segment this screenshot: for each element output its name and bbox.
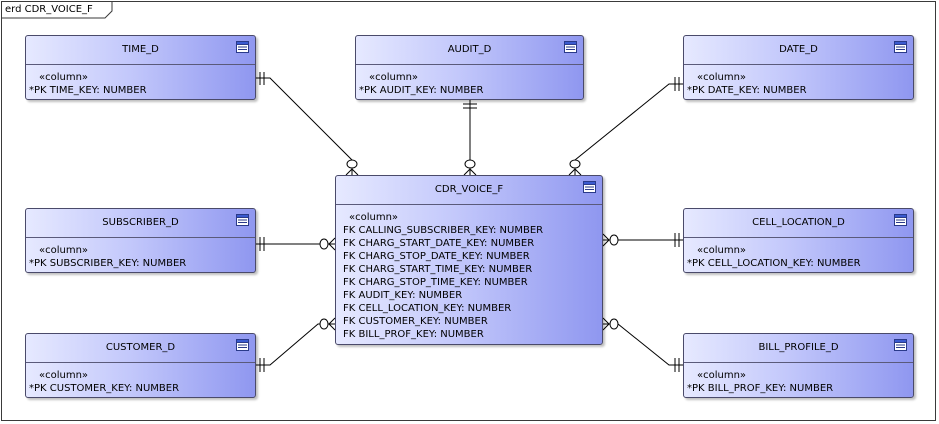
column-row: *PK CELL_LOCATION_KEY: NUMBER: [687, 258, 861, 269]
entity-title: TIME_D: [122, 44, 159, 55]
relationship-cell-location-d[interactable]: [602, 233, 683, 247]
table-icon: [236, 339, 249, 351]
table-icon: [894, 41, 907, 53]
column-row: FK CHARG_START_TIME_KEY: NUMBER: [343, 264, 533, 275]
table-icon: [236, 214, 249, 226]
column-row: FK CUSTOMER_KEY: NUMBER: [343, 316, 488, 327]
column-row: FK AUDIT_KEY: NUMBER: [343, 290, 463, 301]
stereotype-label: «column»: [39, 370, 89, 381]
column-row: *PK AUDIT_KEY: NUMBER: [359, 85, 484, 96]
entity-title: BILL_PROFILE_D: [758, 342, 839, 353]
column-row: FK BILL_PROF_KEY: NUMBER: [343, 329, 484, 340]
table-icon: [564, 41, 577, 53]
stereotype-label: «column»: [39, 245, 89, 256]
entity-cdr-voice-f[interactable]: CDR_VOICE_F «column» FK CALLING_SUBSCRIB…: [335, 175, 603, 345]
entity-date-d[interactable]: DATE_D «column» *PK DATE_KEY: NUMBER: [683, 35, 914, 100]
entity-time-d[interactable]: TIME_D «column» *PK TIME_KEY: NUMBER: [25, 35, 256, 100]
entity-audit-d[interactable]: AUDIT_D «column» *PK AUDIT_KEY: NUMBER: [355, 35, 584, 100]
stereotype-label: «column»: [39, 72, 89, 83]
column-row: FK CHARG_STOP_TIME_KEY: NUMBER: [343, 277, 528, 288]
table-icon: [583, 181, 596, 193]
stereotype-label: «column»: [697, 72, 747, 83]
entity-cell-location-d[interactable]: CELL_LOCATION_D «column» *PK CELL_LOCATI…: [683, 208, 914, 273]
entity-customer-d[interactable]: CUSTOMER_D «column» *PK CUSTOMER_KEY: NU…: [25, 333, 256, 398]
column-row: *PK BILL_PROF_KEY: NUMBER: [687, 383, 834, 394]
entity-header: CELL_LOCATION_D: [684, 209, 913, 238]
frame-label-tab: [1, 1, 113, 19]
relationship-customer-d[interactable]: [256, 317, 336, 372]
entity-title: AUDIT_D: [447, 44, 492, 55]
column-row: FK CALLING_SUBSCRIBER_KEY: NUMBER: [343, 225, 544, 236]
entity-header: AUDIT_D: [356, 36, 583, 65]
table-icon: [894, 214, 907, 226]
entity-header: CUSTOMER_D: [26, 334, 255, 363]
table-icon: [236, 41, 249, 53]
entity-title: CELL_LOCATION_D: [752, 217, 845, 228]
column-row: FK CHARG_START_DATE_KEY: NUMBER: [343, 238, 535, 249]
relationship-subscriber-d[interactable]: [256, 237, 336, 251]
entity-subscriber-d[interactable]: SUBSCRIBER_D «column» *PK SUBSCRIBER_KEY…: [25, 208, 256, 273]
entity-header: SUBSCRIBER_D: [26, 209, 255, 238]
entity-title: SUBSCRIBER_D: [102, 217, 179, 228]
stereotype-label: «column»: [697, 370, 747, 381]
relationship-date-d[interactable]: [568, 77, 683, 176]
entity-title: DATE_D: [779, 44, 818, 55]
column-row: FK CHARG_STOP_DATE_KEY: NUMBER: [343, 251, 530, 262]
entity-bill-profile-d[interactable]: BILL_PROFILE_D «column» *PK BILL_PROF_KE…: [683, 333, 914, 398]
relationship-time-d[interactable]: [256, 72, 359, 176]
relationship-audit-d[interactable]: [463, 100, 477, 176]
diagram-label: erd CDR_VOICE_F: [5, 4, 93, 15]
column-row: *PK SUBSCRIBER_KEY: NUMBER: [29, 258, 187, 269]
stereotype-label: «column»: [349, 212, 399, 223]
stereotype-label: «column»: [369, 72, 419, 83]
entity-header: CDR_VOICE_F: [336, 176, 602, 205]
entity-header: BILL_PROFILE_D: [684, 334, 913, 363]
entity-header: DATE_D: [684, 36, 913, 65]
column-row: *PK CUSTOMER_KEY: NUMBER: [29, 383, 180, 394]
entity-title: CUSTOMER_D: [105, 342, 176, 353]
entity-header: TIME_D: [26, 36, 255, 65]
column-row: *PK TIME_KEY: NUMBER: [29, 85, 147, 96]
column-row: FK CELL_LOCATION_KEY: NUMBER: [343, 303, 512, 314]
table-icon: [894, 339, 907, 351]
entity-title: CDR_VOICE_F: [434, 184, 504, 195]
stereotype-label: «column»: [697, 245, 747, 256]
column-row: *PK DATE_KEY: NUMBER: [687, 85, 807, 96]
relationship-bill-profile-d[interactable]: [602, 317, 683, 372]
